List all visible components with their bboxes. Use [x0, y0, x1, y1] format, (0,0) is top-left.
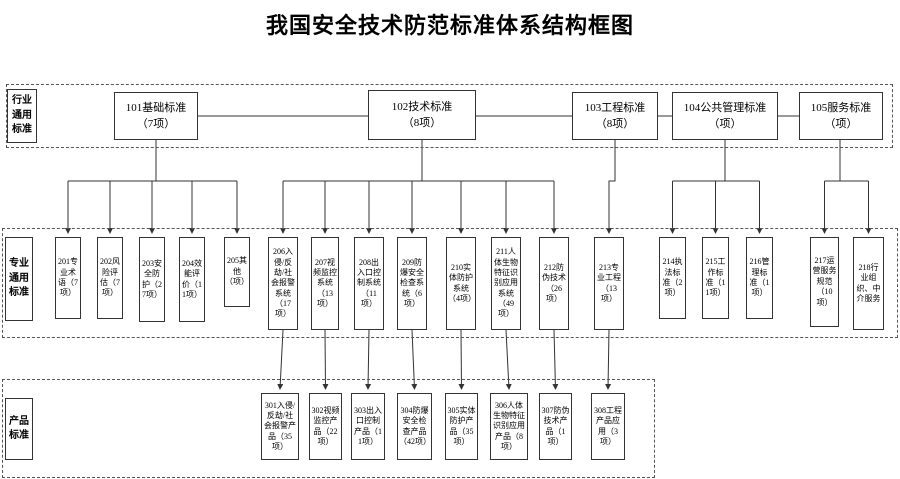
node-104-count: （项） [708, 118, 742, 130]
node-208: 208出入口控制系统（11项） [354, 237, 384, 330]
node-104: 104公共管理标准 （项） [672, 92, 778, 140]
node-103: 103工程标准 （8项） [572, 92, 658, 140]
node-103-label: 103工程标准 [584, 101, 646, 114]
node-302: 302视频监控产品（22项） [309, 393, 342, 460]
node-216: 216管理标准（1项） [746, 237, 773, 319]
node-104-label: 104公共管理标准 [683, 101, 767, 114]
node-102: 102技术标准 （8项） [368, 90, 476, 140]
node-101-label: 101基础标准 [125, 101, 187, 114]
node-101-count: （7项） [136, 118, 176, 130]
node-105-count: （项） [824, 118, 858, 130]
node-202: 202风险评估（7项） [97, 237, 123, 319]
node-207: 207视频监控系统（13项） [311, 237, 339, 330]
node-101: 101基础标准 （7项） [114, 92, 198, 140]
group-professional-general [2, 228, 898, 338]
node-213: 213专业工程（13项） [594, 237, 624, 330]
node-103-count: （8项） [595, 118, 635, 130]
diagram-title: 我国安全技术防范标准体系结构框图 [265, 13, 634, 38]
node-203: 203安全防护（27项） [139, 237, 165, 322]
node-214: 214执法标准（2项） [659, 237, 686, 319]
node-105-label: 105服务标准 [810, 101, 872, 114]
node-304: 304防爆安全检查产品（42项） [397, 393, 432, 460]
group-industry-general [6, 84, 893, 148]
node-206: 206入侵/反劫/社会报警系统（17项） [268, 237, 298, 330]
node-301: 301入侵/反劫/社会报警产品（35项） [261, 393, 299, 460]
node-217: 217运营服务规范（10项） [810, 237, 839, 327]
group-label-product: 产品标准 [5, 398, 33, 460]
node-209: 209防爆安全检查系统（6项） [397, 237, 427, 330]
group-product [2, 379, 655, 478]
node-201: 201专业术语（7项） [55, 237, 81, 319]
node-215: 215工作标准（11项） [702, 237, 729, 319]
node-307: 307防伪技术产品（1项） [539, 393, 572, 460]
node-210: 210实体防护系统（4项） [446, 237, 476, 330]
node-105: 105服务标准 （项） [799, 92, 883, 140]
node-212: 212防伪技术（26项） [539, 237, 569, 330]
node-205: 205其他（项） [224, 237, 250, 307]
group-label-industry-general: 行业通用标准 [7, 89, 37, 143]
node-218: 218行业组织、中介服务 [853, 237, 884, 330]
node-204: 204效能评价（11项） [179, 237, 205, 322]
node-303: 303出入口控制产品（11项） [351, 393, 385, 460]
node-308: 308工程产品应用（3项） [591, 393, 625, 460]
node-102-label: 102技术标准 [391, 100, 453, 113]
node-102-count: （8项） [402, 117, 442, 129]
node-306: 306人体生物特征识别应用产品（8项） [490, 393, 528, 460]
group-label-professional-general: 专业通用标准 [5, 237, 33, 321]
node-305: 305实体防护产品（35项） [445, 393, 478, 460]
node-211: 211人体生物特征识别应用系统（49项） [491, 237, 521, 330]
